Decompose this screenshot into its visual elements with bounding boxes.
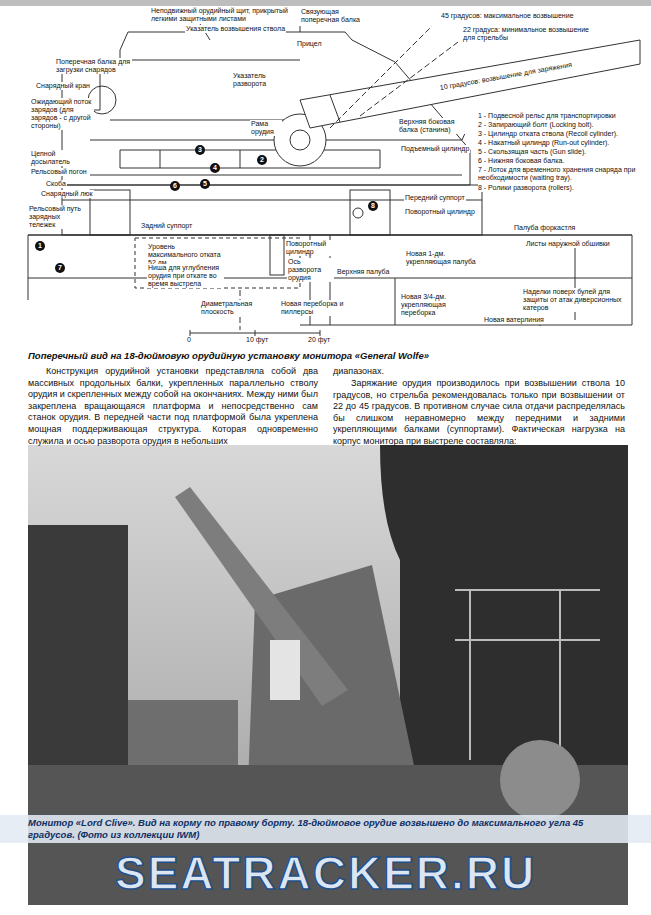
part-label: Связующая поперечная балка: [300, 8, 362, 24]
scale-label: 0: [187, 336, 207, 344]
part-label: Цепной досылатель: [30, 150, 77, 166]
legend-item: 8 - Ролики разворота (rollers).: [478, 184, 574, 192]
part-label: Рама орудия: [250, 120, 282, 136]
part-label: Поперечная балка для загрузки снарядов: [55, 58, 132, 74]
callout-number: 8: [368, 201, 378, 211]
part-label: Новая ватерлиния: [483, 316, 545, 324]
figure-caption: Поперечный вид на 18-дюймовую орудийную …: [28, 350, 628, 362]
part-label: Снарядный люк: [40, 190, 94, 198]
part-label: Снарядный кран: [35, 82, 91, 90]
legend-item: 6 - Нижняя боковая балка.: [478, 157, 564, 165]
part-label: Скоба: [45, 180, 67, 188]
part-label: Поворотный цилиндр: [285, 240, 337, 256]
part-label: Указатель разворота: [232, 72, 289, 88]
part-label: Рельсовый погон: [30, 168, 88, 176]
callout-number: 4: [210, 163, 220, 173]
part-label: Новая 3/4-дм. укрепляющая переборка: [400, 293, 477, 317]
photo-caption: Монитор «Lord Clive». Вид на корму по пр…: [0, 815, 651, 843]
legend-item: 7 - Лоток для временного хранения снаряд…: [478, 166, 646, 182]
part-label: Листы наружной обшивки: [525, 240, 611, 248]
legend-item: 2 - Запирающий болт (Locking bolt).: [478, 121, 593, 129]
body-text: Конструкция орудийной установки представ…: [28, 366, 318, 447]
watermark: SEATRACKER.RU: [115, 848, 536, 898]
part-label: Новая переборка и пиллерсы: [280, 300, 347, 316]
callout-number: 6: [170, 181, 180, 191]
part-label: Передний суппорт: [404, 194, 466, 202]
part-label: Неподвижный орудийный щит, прикрытый лег…: [150, 7, 292, 23]
angle-label: 22 градуса: минимальное возвышение для с…: [462, 26, 599, 42]
scale-label: 10 фут: [246, 336, 276, 344]
part-label: Поворотный цилиндр: [404, 208, 476, 216]
legend-item: 3 - Цилиндр отката ствола (Recoil cylind…: [478, 130, 618, 138]
part-label: Рельсовый путь зарядных тележек: [28, 205, 88, 229]
part-label: Задний суппорт: [140, 222, 193, 230]
body-text: диапазонах.: [333, 366, 625, 378]
part-label: Указатель возвышения ствола: [185, 25, 286, 33]
legend-item: 5 - Скользящая часть (Gun slide).: [478, 148, 586, 156]
callout-number: 2: [257, 155, 267, 165]
part-label: Палуба форкастля: [513, 224, 576, 232]
callout-number: 7: [55, 263, 65, 273]
legend-item: 4 - Накатный цилиндр (Run-out cylinder).: [478, 139, 609, 147]
callout-number: 3: [195, 145, 205, 155]
part-label: Ось разворота орудия: [287, 258, 334, 282]
part-label: Диаметральная плоскость: [200, 300, 277, 316]
angle-label: 45 градусов: максимальное возвышение: [440, 12, 575, 20]
callout-number: 5: [200, 179, 210, 189]
part-label: Верхняя палуба: [336, 268, 390, 276]
part-label: Ожидающий поток зарядов (для зарядов - с…: [30, 98, 94, 130]
part-label: Подъемный цилиндр: [400, 145, 470, 153]
scale-label: 20 фут: [308, 336, 338, 344]
body-text: Заряжание орудия производилось при возвы…: [333, 378, 625, 448]
part-label: Ниша для углубления орудия при откате во…: [147, 264, 224, 288]
part-label: Верхняя боковая балка (станина): [398, 118, 474, 134]
callout-number: 1: [35, 241, 45, 251]
part-label: Новая 1-дм. укрепляющая палуба: [405, 250, 477, 266]
part-label: Наделки поверх булей для защиты от атак …: [522, 288, 629, 312]
part-label: Прицел: [296, 40, 323, 48]
